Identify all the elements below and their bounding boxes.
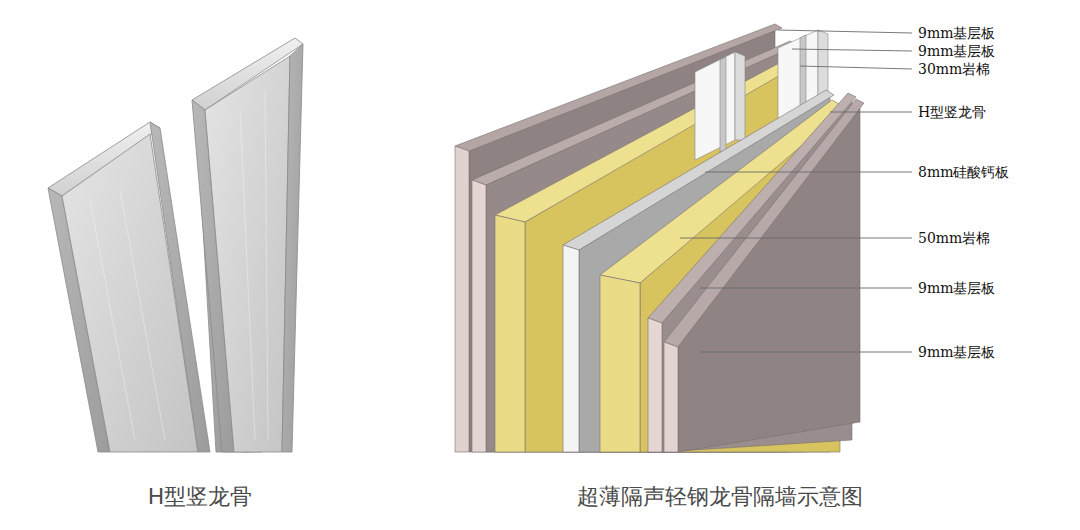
callout-label: H型竖龙骨 — [918, 104, 986, 121]
callout-label: 50mm岩棉 — [918, 230, 990, 247]
callout-label: 9mm基层板 — [918, 280, 995, 297]
callout-label: 9mm基层板 — [918, 344, 995, 361]
callout-label: 8mm硅酸钙板 — [918, 164, 1009, 181]
callout-label: 30mm岩棉 — [918, 61, 990, 78]
callout-label: 9mm基层板 — [918, 25, 995, 42]
callout-label: 9mm基层板 — [918, 43, 995, 60]
figure-caption: 超薄隔声轻钢龙骨隔墙示意图 — [577, 484, 863, 510]
figure-caption: H型竖龙骨 — [148, 484, 253, 510]
h-stud-figure — [48, 38, 303, 452]
leader-lines — [680, 30, 912, 352]
